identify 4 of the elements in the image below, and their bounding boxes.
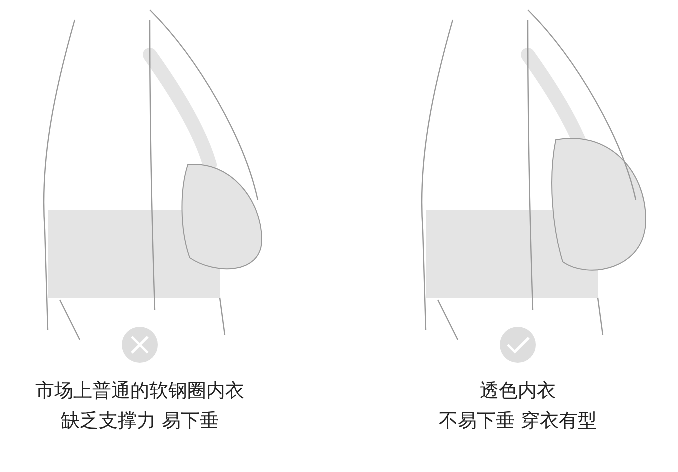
caption-text: 不易下垂 穿衣有型 [438,409,598,434]
caption-text: 缺乏支撑力 易下垂 [60,409,220,434]
caption-text: 市场上普通的软钢圈内衣 [34,379,246,404]
caption-text: 透色内衣 [479,379,557,404]
